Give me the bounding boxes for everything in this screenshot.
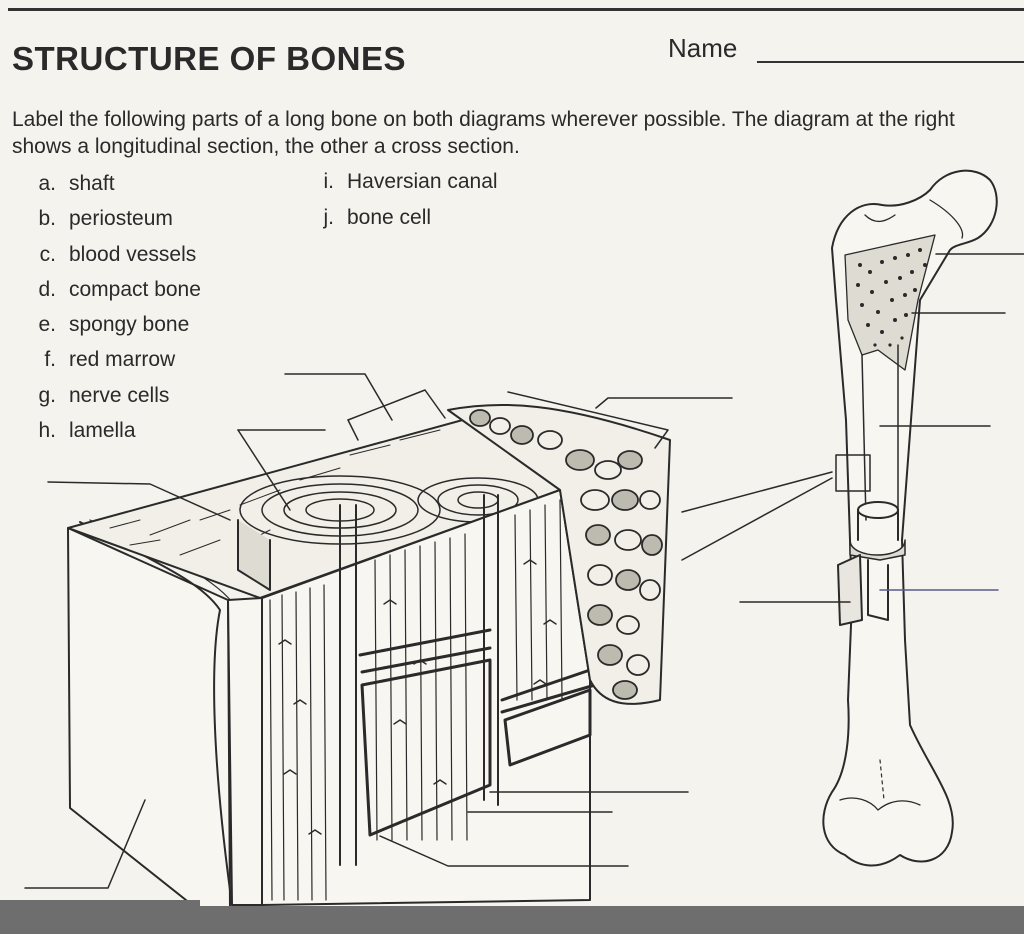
top-rule: [8, 8, 1024, 11]
label-line-periosteum: [47, 481, 231, 521]
term-item: g. nerve cells: [12, 384, 169, 408]
zoom-line-top: [681, 471, 833, 513]
term-label: shaft: [69, 172, 115, 195]
cross-section-diagram: [67, 403, 671, 909]
spongy-bone-cavities: [469, 409, 663, 700]
term-item: d. compact bone: [12, 278, 201, 302]
condyle-contour: [839, 797, 921, 811]
femur-head-contour: [929, 199, 964, 239]
compact-bone-striations: [269, 499, 563, 901]
outer-surface-face: [67, 527, 231, 909]
label-line-a-pointer: [237, 429, 291, 511]
term-item: j. bone cell: [290, 206, 432, 230]
cut-cylinder-sides: [857, 509, 899, 541]
longitudinal-label-lines: [739, 253, 1024, 603]
term-item: e. spongy bone: [12, 313, 189, 337]
label-line-b: [284, 373, 393, 421]
term-item: c. blood vessels: [12, 243, 197, 267]
haversian-canal-2: [483, 494, 499, 806]
femur-spongy-region: [844, 234, 936, 371]
term-letter: e.: [38, 313, 56, 336]
term-letter: b.: [38, 207, 56, 230]
name-blank-line[interactable]: [757, 61, 1024, 63]
instructions-text: Label the following parts of a long bone…: [12, 108, 955, 158]
longitudinal-section-diagram: [822, 169, 998, 867]
term-letter: j.: [323, 206, 335, 229]
term-label: red marrow: [69, 348, 176, 371]
term-label: nerve cells: [69, 384, 170, 407]
volkmann-canal-2: [500, 668, 597, 714]
term-letter: c.: [39, 243, 56, 266]
cross-section-label-lines: [24, 373, 833, 889]
term-label: Haversian canal: [347, 170, 498, 193]
femur-spongy-dots: [856, 248, 927, 347]
trochanter-contour: [864, 214, 896, 223]
label-bracket-top: [347, 389, 446, 421]
zoom-line-bottom: [681, 477, 833, 561]
marrow-pocket-1: [360, 658, 492, 837]
term-letter: a.: [38, 172, 56, 195]
term-item: h. lamella: [12, 419, 136, 443]
cut-cylinder-top: [857, 501, 899, 519]
term-label: lamella: [69, 419, 136, 442]
term-item: b. periosteum: [12, 207, 173, 231]
front-face: [261, 489, 591, 906]
condyle-ridge: [879, 759, 885, 801]
term-item: i. Haversian canal: [290, 170, 498, 194]
term-label: compact bone: [69, 278, 201, 301]
cut-band: [849, 539, 906, 561]
zoom-selection-box: [835, 454, 871, 492]
label-line-spongy: [595, 397, 733, 409]
term-item: a. shaft: [12, 172, 115, 196]
front-face-left: [227, 597, 263, 906]
volkmann-canal-1: [358, 628, 492, 674]
label-line-f: [24, 799, 146, 889]
haversian-canal-1: [339, 504, 357, 866]
term-label: spongy bone: [69, 313, 190, 336]
page-title: STRUCTURE OF BONES: [12, 40, 407, 77]
name-label: Name: [668, 33, 738, 63]
term-letter: h.: [38, 419, 56, 442]
label-line-e: [379, 835, 629, 867]
top-surface-texture: [109, 429, 441, 556]
osteon-cylinder: [237, 519, 271, 591]
spongy-bone-region: [447, 403, 671, 705]
term-label: bone cell: [347, 206, 432, 229]
medullary-cavity-walls: [861, 344, 899, 521]
term-item: f. red marrow: [12, 348, 175, 372]
label-bracket-spongy: [507, 391, 669, 449]
term-label: periosteum: [69, 207, 173, 230]
term-label: blood vessels: [69, 243, 197, 266]
marrow-pocket-2: [503, 688, 592, 767]
scan-bottom-bar: [0, 900, 1024, 934]
cut-core: [867, 559, 889, 621]
term-letter: i.: [323, 170, 335, 193]
label-bracket-left: [347, 419, 359, 441]
term-letter: g.: [38, 384, 56, 407]
term-letter: d.: [38, 278, 56, 301]
scan-bottom-tab: [0, 900, 200, 906]
cut-flap: [837, 554, 863, 626]
term-letter: f.: [44, 348, 56, 371]
